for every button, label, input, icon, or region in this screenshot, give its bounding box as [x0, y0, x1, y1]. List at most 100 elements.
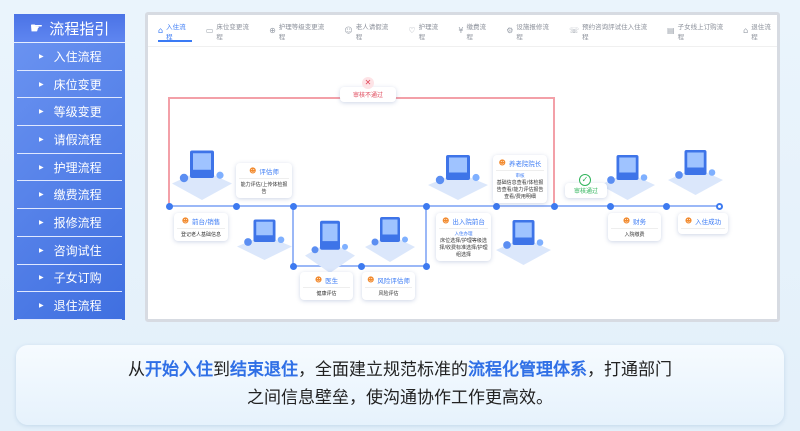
director-card: ☻养老院院长审核基础信息查看/体检报告查看/能力评估报告查看/费用明细	[493, 155, 547, 203]
flow-line	[292, 206, 294, 266]
tab-label: 设施报修流程	[516, 22, 549, 41]
triangle-icon: ▶	[39, 246, 44, 254]
isometric-illustration	[428, 155, 488, 200]
card-desc: 健康评估	[316, 291, 337, 297]
slogan-text: 从	[128, 360, 145, 380]
assessor-card: ☻评估师能力评估/上传体检报告	[236, 163, 292, 198]
success-card: ☻入住成功	[678, 213, 728, 234]
flow-line	[425, 206, 427, 266]
sidebar-item-label: 请假流程	[53, 132, 102, 147]
slogan-text: ，全面建立规范标准的	[298, 360, 468, 380]
desk-card: ☻出入院前台入住办理床位选择/护理等级选择/收费标准选择/护理组选择	[436, 213, 491, 261]
tab[interactable]: ▤子女线上订购流程	[667, 15, 729, 46]
home-icon: ⌂	[158, 26, 164, 35]
isometric-illustration	[172, 150, 232, 200]
card-subtitle: 入住办理	[454, 232, 473, 237]
card-title: 财务	[633, 218, 647, 226]
card-title: 风险评估师	[377, 277, 410, 285]
flow-line	[169, 205, 719, 207]
card-title: 医生	[325, 277, 339, 285]
tab[interactable]: ☏预约咨询評试住入住流程	[569, 15, 653, 46]
sidebar-item[interactable]: ▶等级变更	[17, 98, 122, 127]
sidebar-item[interactable]: ▶ 缴费流程	[17, 181, 122, 210]
card-desc: 能力评估/上传体检报告	[240, 182, 288, 195]
doctor-icon: ☻	[314, 276, 323, 284]
flow-node	[550, 202, 558, 210]
sidebar-item-label: 子女订购	[53, 271, 102, 286]
card-title: 出入院前台	[452, 218, 485, 226]
sidebar-item[interactable]: ▶护理流程	[17, 154, 122, 182]
isometric-illustration	[305, 220, 355, 273]
sidebar-item[interactable]: ▶入住流程	[17, 43, 122, 71]
tab[interactable]: ▭床位变更流程	[206, 15, 255, 46]
flow-node	[165, 202, 173, 210]
tab-label: 老人请假流程	[355, 22, 389, 41]
tab-label: 预约咨询評试住入住流程	[582, 22, 648, 41]
tab[interactable]: ♡护理流程	[408, 15, 444, 46]
card-desc: 登记老人基础信息	[180, 232, 221, 238]
card-subtitle: 审核	[515, 174, 525, 179]
tab-label: 退住流程	[751, 22, 771, 41]
slogan-highlight: 结束退住	[230, 360, 298, 380]
tab-label: 床位变更流程	[216, 22, 249, 41]
risk-card: ☻风险评估师风险评估	[362, 272, 415, 300]
reject-badge: 审核不通过	[340, 87, 396, 102]
person-icon: ☻	[181, 217, 190, 225]
finance-card: ☻财务入院缴费	[608, 213, 661, 241]
tab[interactable]: ☺老人请假流程	[344, 15, 394, 46]
care-icon: ♡	[408, 26, 416, 35]
triangle-icon: ▶	[39, 135, 44, 143]
tab[interactable]: ⌂入住流程	[158, 15, 192, 46]
front-card: ☻前台/销售登记老人基础信息	[174, 213, 228, 241]
checkout-icon: ⌂	[743, 26, 749, 35]
card-title: 入住成功	[695, 218, 722, 226]
sidebar-header: ☛ 流程指引	[14, 14, 125, 43]
clipboard-icon: ☻	[249, 167, 257, 175]
sidebar-item-label: 入住流程	[53, 49, 102, 64]
card-title: 评估师	[259, 168, 279, 176]
slogan-highlight: 流程化管理体系	[468, 360, 587, 380]
tab[interactable]: ⊕护理等级变更流程	[269, 15, 330, 46]
sidebar-item[interactable]: ▶报修流程	[17, 209, 122, 237]
sidebar-item-label: 等级变更	[53, 105, 102, 120]
sidebar-item[interactable]: ▶咨询试住	[17, 237, 122, 265]
reject-line	[553, 97, 555, 207]
slogan-banner: 从开始入住到结束退住，全面建立规范标准的流程化管理体系，打通部门 之间信息壁垒，…	[16, 345, 784, 425]
pointing-hand-icon: ☛	[29, 19, 44, 37]
flow-panel: ⌂入住流程▭床位变更流程⊕护理等级变更流程☺老人请假流程♡护理流程¥缴费流程⚙设…	[145, 12, 780, 322]
sidebar-item[interactable]: ▶子女订购	[17, 265, 122, 293]
sidebar-item-label: 退住流程	[53, 299, 102, 314]
sidebar-item[interactable]: ▶退住流程	[17, 292, 122, 320]
card-desc: 床位选择/护理等级选择/收费标准选择/护理组选择	[439, 238, 488, 258]
tab-label: 入住流程	[166, 22, 186, 41]
doctor-card: ☻医生健康评估	[300, 272, 353, 300]
triangle-icon: ▶	[39, 191, 44, 199]
order-icon: ▤	[667, 26, 675, 35]
bed-icon: ▭	[205, 26, 214, 35]
tab-label: 子女线上订购流程	[677, 22, 724, 41]
sidebar-item-label: 缴费流程	[53, 188, 102, 203]
tab-label: 护理流程	[418, 22, 439, 41]
card-desc: 入院缴费	[624, 232, 645, 238]
tab-label: 护理等级变更流程	[278, 22, 325, 41]
tab[interactable]: ⚙设施报修流程	[506, 15, 555, 46]
sidebar-title: 流程指引	[49, 19, 110, 38]
sidebar-item[interactable]: ▶床位变更	[17, 71, 122, 99]
elder-icon: ☺	[344, 26, 353, 35]
approve-label: 审核通过	[573, 188, 598, 195]
slogan-text: ，打通部门	[587, 360, 672, 380]
tab-label: 缴费流程	[466, 22, 486, 41]
card-desc: 风险评估	[378, 291, 399, 297]
sidebar-item[interactable]: ▶ 请假流程	[17, 126, 122, 154]
flow-diagram: ☻前台/销售登记老人基础信息☻评估师能力评估/上传体检报告☻医生健康评估☻风险评…	[165, 77, 728, 300]
tab[interactable]: ⌂退住流程	[743, 15, 777, 46]
nurse-icon: ⊕	[269, 26, 276, 35]
slogan-text: 到	[213, 360, 230, 380]
flow-node	[606, 202, 614, 210]
finance-icon: ☻	[622, 217, 631, 225]
flow-node	[357, 262, 365, 270]
isometric-illustration	[496, 220, 551, 265]
tab[interactable]: ¥缴费流程	[458, 15, 492, 46]
payment-icon: ¥	[458, 26, 464, 35]
isometric-illustration	[668, 150, 723, 195]
